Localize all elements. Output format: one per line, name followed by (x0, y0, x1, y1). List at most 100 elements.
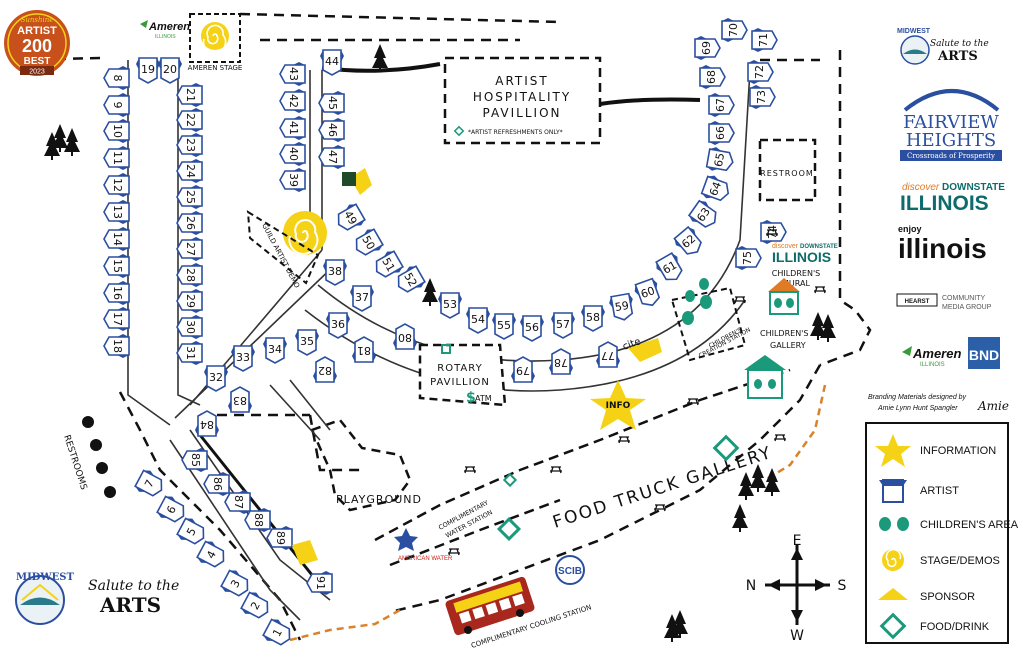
sponsor-tent-cite[interactable]: cite (621, 336, 662, 362)
artist-booth-36[interactable]: 36 (325, 312, 351, 339)
artist-booth-61[interactable]: 61 (652, 250, 688, 287)
artist-booth-54[interactable]: 54 (465, 307, 491, 334)
artist-booth-31[interactable]: 31 (176, 340, 203, 366)
artist-hospitality-pavillion[interactable]: ARTIST HOSPITALITY PAVILLION *ARTIST REF… (443, 56, 602, 145)
artist-booth-64[interactable]: 64 (699, 172, 734, 206)
artist-booth-6[interactable]: 6 (154, 492, 190, 528)
artist-booth-81[interactable]: 81 (351, 336, 377, 363)
artist-booth-1[interactable]: 1 (260, 615, 296, 651)
artist-booth-53[interactable]: 53 (437, 292, 463, 319)
artist-booth-30[interactable]: 30 (176, 314, 203, 340)
artist-booth-29[interactable]: 29 (176, 288, 203, 314)
artist-booth-72[interactable]: 72 (747, 59, 774, 85)
artist-booth-37[interactable]: 37 (349, 285, 375, 312)
artist-booth-10[interactable]: 10 (103, 118, 130, 144)
restrooms-west[interactable]: RESTROOMS (61, 416, 116, 498)
artist-booth-45[interactable]: 45 (318, 90, 345, 116)
artist-booth-7[interactable]: 7 (132, 466, 168, 502)
artist-booth-52[interactable]: 52 (391, 262, 428, 298)
artist-booth-28[interactable]: 28 (176, 262, 203, 288)
artist-booth-78[interactable]: 78 (548, 348, 574, 375)
artist-booth-49[interactable]: 49 (331, 200, 368, 236)
artist-booth-41[interactable]: 41 (279, 115, 306, 141)
artist-booth-60[interactable]: 60 (631, 276, 665, 311)
artist-booth-9[interactable]: 9 (103, 92, 130, 118)
artist-booth-2[interactable]: 2 (238, 588, 274, 624)
sponsor-tent-south[interactable] (292, 540, 318, 565)
artist-booth-63[interactable]: 63 (686, 197, 723, 234)
artist-booth-50[interactable]: 50 (349, 225, 386, 261)
artist-booth-77[interactable]: 77 (595, 341, 621, 368)
artist-booth-83[interactable]: 83 (227, 386, 253, 413)
artist-booth-14[interactable]: 14 (103, 226, 130, 252)
artist-booth-67[interactable]: 67 (708, 92, 735, 118)
artist-booth-11[interactable]: 11 (103, 145, 130, 171)
artist-booth-43[interactable]: 43 (279, 61, 306, 87)
artist-booth-3[interactable]: 3 (218, 566, 254, 602)
artist-booth-89[interactable]: 89 (266, 525, 293, 551)
artist-booth-87[interactable]: 87 (224, 489, 251, 515)
artist-booth-40[interactable]: 40 (279, 141, 306, 167)
artist-booth-27[interactable]: 27 (176, 236, 203, 262)
artist-booth-57[interactable]: 57 (550, 312, 576, 339)
ameren-stage[interactable]: AMEREN STAGE (188, 13, 243, 72)
artist-booth-13[interactable]: 13 (103, 199, 130, 225)
artist-booth-21[interactable]: 21 (176, 82, 203, 108)
artist-booth-22[interactable]: 22 (176, 107, 203, 133)
artist-booth-55[interactable]: 55 (491, 313, 517, 340)
artist-booth-38[interactable]: 38 (322, 259, 348, 286)
childrens-mural[interactable]: discover DOWNSTATE ILLINOIS CHILDREN'S M… (768, 243, 838, 315)
artist-booth-47[interactable]: 47 (318, 144, 345, 170)
artist-booth-42[interactable]: 42 (279, 88, 306, 114)
artist-booth-66[interactable]: 66 (708, 120, 735, 146)
artist-booth-86[interactable]: 86 (203, 471, 230, 497)
artist-booth-91[interactable]: 91 (306, 570, 333, 596)
food-truck-gallery[interactable]: FOOD TRUCK GALLERY (496, 434, 775, 542)
artist-booth-74[interactable]: 74 (760, 219, 787, 245)
artist-booth-19[interactable]: 19 (135, 57, 161, 84)
artist-booth-12[interactable]: 12 (103, 172, 130, 198)
artist-booth-8[interactable]: 8 (103, 65, 130, 91)
artist-booth-34[interactable]: 34 (262, 337, 288, 364)
artist-booth-80[interactable]: 80 (392, 323, 418, 350)
info-booth[interactable]: INFO (590, 380, 646, 430)
artist-booth-84[interactable]: 84 (194, 410, 220, 437)
artist-booth-51[interactable]: 51 (369, 247, 406, 283)
artist-booth-20[interactable]: 20 (157, 57, 183, 84)
restroom-building[interactable]: RESTROOM (758, 138, 817, 202)
artist-booth-58[interactable]: 58 (580, 305, 606, 332)
artist-booth-79[interactable]: 79 (510, 356, 536, 383)
artist-booth-39[interactable]: 39 (279, 167, 306, 193)
artist-booth-26[interactable]: 26 (176, 210, 203, 236)
artist-booth-68[interactable]: 68 (699, 64, 726, 90)
childrens-gallery[interactable]: CHILDREN'S GALLERY (744, 329, 808, 399)
artist-booth-15[interactable]: 15 (103, 253, 130, 279)
artist-booth-88[interactable]: 88 (244, 507, 271, 533)
artist-booth-46[interactable]: 46 (318, 117, 345, 143)
artist-booth-70[interactable]: 70 (721, 17, 748, 43)
rotary-pavillion[interactable]: ROTARY PAVILLION $ ATM (418, 343, 507, 407)
artist-booth-44[interactable]: 44 (319, 49, 345, 76)
artist-booth-17[interactable]: 17 (103, 306, 130, 332)
artist-booth-71[interactable]: 71 (751, 27, 778, 53)
artist-booth-85[interactable]: 85 (181, 447, 208, 473)
artist-booth-32[interactable]: 32 (203, 365, 229, 392)
artist-booth-65[interactable]: 65 (705, 145, 736, 175)
cooling-station-trolley[interactable]: SCIB COMPLIMENTARY COOLING STATION (444, 555, 592, 650)
artist-booth-75[interactable]: 75 (735, 245, 762, 271)
artist-booth-5[interactable]: 5 (174, 514, 210, 550)
artist-booth-25[interactable]: 25 (176, 184, 203, 210)
artist-booth-82[interactable]: 82 (312, 356, 338, 383)
guild-artist-demo[interactable]: GUILD ARTIST DEMO (246, 210, 327, 290)
artist-booth-69[interactable]: 69 (694, 35, 721, 61)
artist-booth-35[interactable]: 35 (294, 329, 320, 356)
artist-booth-59[interactable]: 59 (607, 292, 637, 323)
artist-booth-18[interactable]: 18 (103, 333, 130, 359)
artist-booth-23[interactable]: 23 (176, 132, 203, 158)
artist-booth-56[interactable]: 56 (519, 315, 545, 342)
artist-booth-24[interactable]: 24 (176, 158, 203, 184)
artist-booth-33[interactable]: 33 (230, 345, 256, 372)
artist-booth-62[interactable]: 62 (671, 224, 708, 261)
artist-booth-16[interactable]: 16 (103, 280, 130, 306)
artist-booth-4[interactable]: 4 (194, 537, 230, 573)
